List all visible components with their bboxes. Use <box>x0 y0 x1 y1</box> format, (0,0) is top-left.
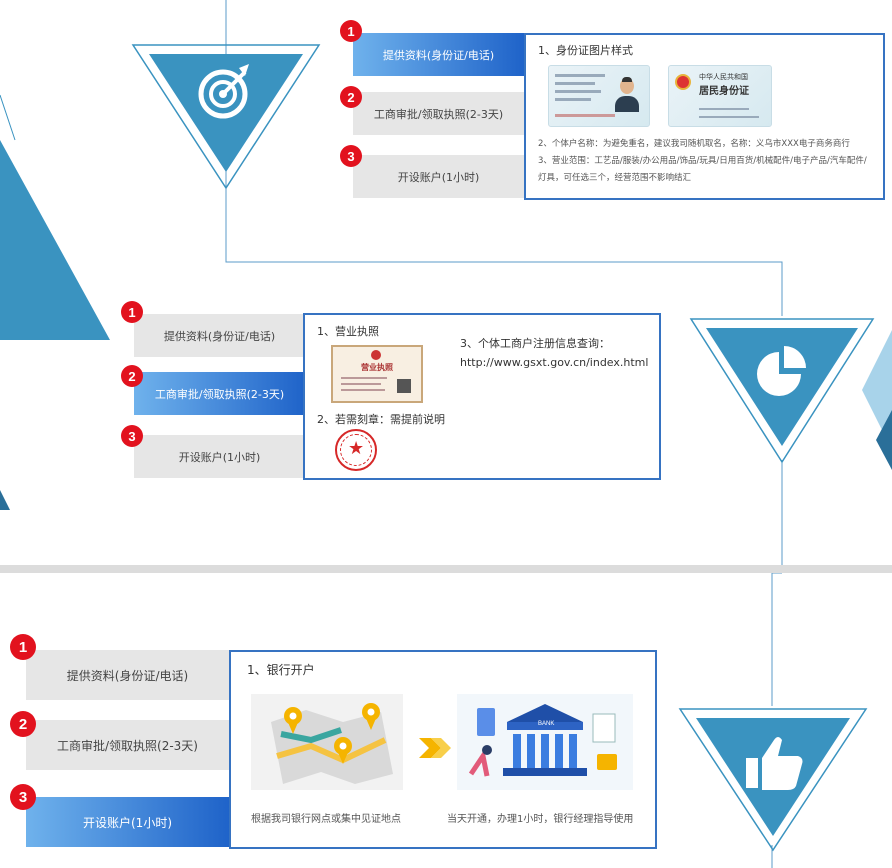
avatar <box>613 76 641 112</box>
step-number-2: 2 <box>340 86 362 108</box>
target-icon <box>198 64 249 119</box>
panel-title: 1、银行开户 <box>247 663 315 677</box>
registry-query-link[interactable]: http://www.gsxt.gov.cn/index.html <box>460 356 649 369</box>
id-card-front-image <box>548 65 650 127</box>
info-panel-id-card: 1、身份证图片样式 中华人民共和国 居民身份证 2、个体户名称：为避免重名，建议… <box>524 33 885 200</box>
step-open-account[interactable]: 开设账户(1小时) <box>134 435 305 478</box>
step-number-3: 3 <box>340 145 362 167</box>
step-number-1: 1 <box>10 634 36 660</box>
step-number-2: 2 <box>10 711 36 737</box>
license-item: 1、营业执照 <box>317 325 379 338</box>
step-number-1: 1 <box>340 20 362 42</box>
id-card-back-image: 中华人民共和国 居民身份证 <box>668 65 772 127</box>
location-pin-icon <box>334 737 352 764</box>
panel-title: 1、身份证图片样式 <box>538 44 633 57</box>
caption-location: 根据我司银行网点或集中见证地点 <box>251 814 401 825</box>
decorative-shape-right <box>862 330 892 470</box>
panel-line-scope: 3、营业范围：工艺品/服装/办公用品/饰品/玩具/日用百货/机械配件/电子产品/… <box>538 156 867 166</box>
info-panel-license: 1、营业执照 营业执照 2、若需刻章：需提前说明 ★ 3、个体工商户注册信息查询… <box>303 313 661 480</box>
company-seal-icon: ★ <box>335 429 377 471</box>
panel-line-scope-cont: 灯具，可任选三个，经营范围不影响结汇 <box>538 173 692 183</box>
step-business-approval[interactable]: 工商审批/领取执照(2-3天) <box>26 720 229 770</box>
national-emblem-icon <box>675 74 691 90</box>
step-number-1: 1 <box>121 301 143 323</box>
step-provide-info[interactable]: 提供资料(身份证/电话) <box>353 33 524 76</box>
bank-sign-label: BANK <box>538 721 555 727</box>
step-number-3: 3 <box>121 425 143 447</box>
step-open-account[interactable]: 开设账户(1小时) <box>26 797 229 847</box>
section-divider <box>0 565 892 573</box>
step-number-2: 2 <box>121 365 143 387</box>
triangle-thumbs-badge <box>678 708 868 852</box>
arrow-right-icon <box>419 738 451 758</box>
business-license-image: 营业执照 <box>331 345 423 403</box>
bank-illustration <box>457 694 633 790</box>
location-pin-icon <box>362 703 380 730</box>
panel-line-name: 2、个体户名称：为避免重名，建议我司随机取名，名称：义乌市XXX电子商务商行 <box>538 139 850 149</box>
step-open-account[interactable]: 开设账户(1小时) <box>353 155 524 198</box>
location-pin-icon <box>284 707 302 734</box>
step-number-3: 3 <box>10 784 36 810</box>
step-provide-info[interactable]: 提供资料(身份证/电话) <box>134 314 305 357</box>
seal-item: 2、若需刻章：需提前说明 <box>317 413 445 426</box>
step-provide-info[interactable]: 提供资料(身份证/电话) <box>26 650 229 700</box>
license-emblem-icon <box>371 350 381 360</box>
triangle-pie-badge <box>689 318 875 464</box>
step-business-approval[interactable]: 工商审批/领取执照(2-3天) <box>134 372 305 415</box>
triangle-target-badge <box>131 44 321 190</box>
caption-same-day: 当天开通，办理1小时，银行经理指导使用 <box>447 814 634 825</box>
pie-chart-icon <box>757 346 806 396</box>
step-business-approval[interactable]: 工商审批/领取执照(2-3天) <box>353 92 524 135</box>
info-panel-bank: 1、银行开户 <box>229 650 657 849</box>
registry-query-label: 3、个体工商户注册信息查询： <box>460 337 610 350</box>
map-location-illustration <box>251 694 403 790</box>
decorative-triangle-left <box>0 94 110 510</box>
thumbs-up-icon <box>746 737 803 790</box>
